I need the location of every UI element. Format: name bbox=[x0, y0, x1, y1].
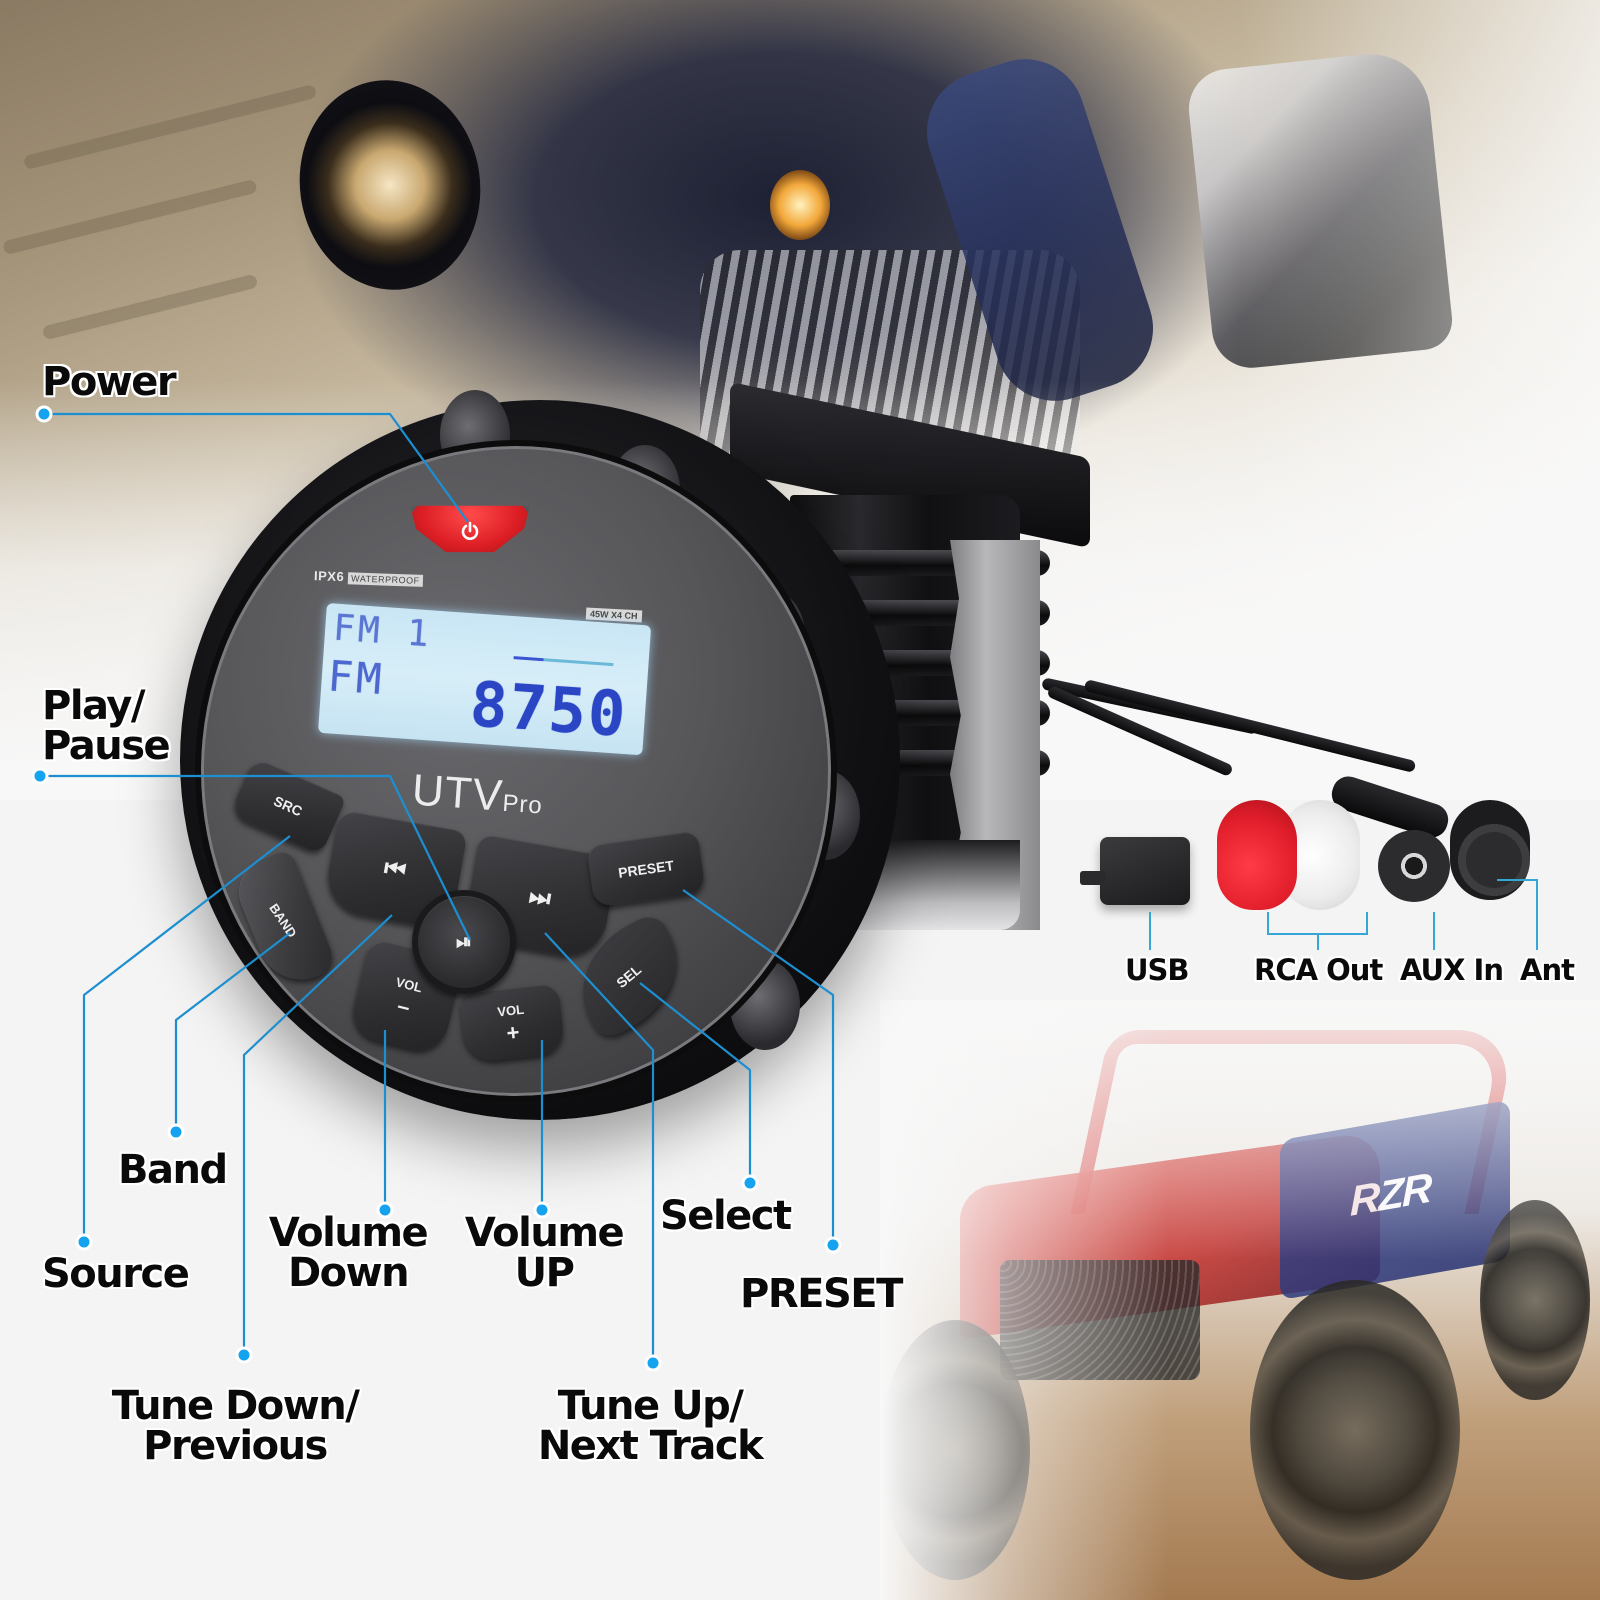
lcd-band-line: FM 1 bbox=[331, 607, 434, 656]
plus-icon: + bbox=[505, 1018, 521, 1046]
next-icon: ⏭ bbox=[527, 881, 554, 913]
src-label: SRC bbox=[271, 792, 305, 820]
rca-red-connector bbox=[1217, 800, 1297, 910]
lcd-signal-bar bbox=[513, 656, 614, 667]
road-streak bbox=[41, 273, 259, 341]
callout-volume-down-line2: Down bbox=[287, 1250, 410, 1296]
play-pause-icon: ⏯ bbox=[456, 930, 472, 953]
vol-down-label: VOL bbox=[394, 973, 424, 995]
volume-up-button[interactable]: VOL + bbox=[458, 982, 566, 1064]
connector-label-ant: Ant bbox=[1520, 953, 1575, 987]
ipx6-label: IPX6 bbox=[313, 568, 345, 585]
usb-connector bbox=[1080, 837, 1190, 905]
brand-main: UTV bbox=[410, 765, 505, 821]
band-label: BAND bbox=[266, 900, 300, 940]
connector-label-aux-in: AUX In bbox=[1400, 953, 1504, 987]
aux-in-jack bbox=[1378, 830, 1450, 902]
callout-volume-up: Volume UP bbox=[454, 1213, 634, 1293]
callout-power: Power bbox=[42, 359, 177, 405]
antenna-connector bbox=[1450, 800, 1530, 900]
callout-band: Band bbox=[118, 1147, 228, 1193]
callout-tune-up-line1: Tune Up/ bbox=[557, 1383, 744, 1429]
callout-play-pause: Play/ Pause bbox=[42, 683, 171, 769]
previous-icon: ⏮ bbox=[382, 854, 409, 885]
callout-tune-up-line2: Next Track bbox=[537, 1423, 764, 1469]
callout-select: Select bbox=[660, 1193, 792, 1239]
lcd-frequency: 8750 bbox=[467, 667, 630, 752]
callout-volume-up-line2: UP bbox=[514, 1250, 575, 1296]
preset-label: PRESET bbox=[617, 857, 675, 881]
callout-volume-down-line1: Volume bbox=[268, 1210, 429, 1256]
motorcycle-turn-signal bbox=[770, 170, 830, 240]
road-streak bbox=[22, 83, 318, 171]
fade-overlay bbox=[880, 1000, 1600, 1600]
motorcycle-headlight bbox=[286, 68, 494, 302]
lcd-display: FM 1 FM 8750 bbox=[317, 603, 652, 756]
lcd-mode-line: FM bbox=[326, 651, 387, 705]
connector-label-usb: USB bbox=[1125, 953, 1190, 987]
callout-volume-up-line1: Volume bbox=[464, 1210, 625, 1256]
brand-logo: UTVPro bbox=[410, 765, 545, 824]
vol-up-label: VOL bbox=[496, 1001, 525, 1019]
callout-tune-up: Tune Up/ Next Track bbox=[520, 1386, 780, 1466]
callout-tune-down-line1: Tune Down/ bbox=[111, 1383, 360, 1429]
power-icon bbox=[461, 521, 479, 540]
connector-label-rca-out: RCA Out bbox=[1254, 953, 1383, 987]
callout-source: Source bbox=[42, 1251, 190, 1297]
callout-play-pause-line2: Pause bbox=[42, 723, 171, 769]
brand-sub: Pro bbox=[501, 789, 544, 820]
callout-tune-down-line2: Previous bbox=[143, 1423, 328, 1469]
waterproof-tag: WATERPROOF bbox=[347, 572, 423, 587]
callout-tune-down: Tune Down/ Previous bbox=[90, 1386, 380, 1466]
callout-volume-down: Volume Down bbox=[258, 1213, 438, 1293]
road-streak bbox=[2, 178, 258, 256]
play-pause-button[interactable]: ⏯ bbox=[412, 890, 516, 994]
minus-icon: – bbox=[394, 992, 413, 1020]
sel-label: SEL bbox=[613, 961, 645, 991]
callout-preset: PRESET bbox=[740, 1271, 903, 1317]
callout-play-pause-line1: Play/ bbox=[42, 683, 145, 729]
